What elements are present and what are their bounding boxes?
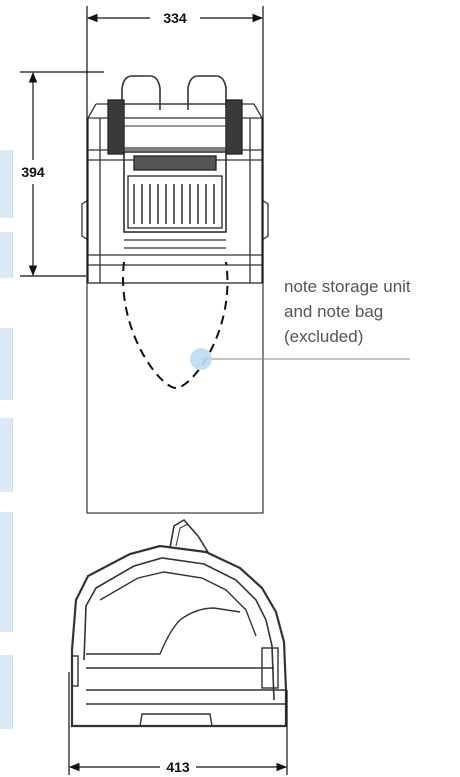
callout-dot [190, 348, 212, 370]
mechanism-block [123, 151, 227, 233]
dimension-height-top [20, 71, 104, 277]
dimension-height-top-label: 394 [21, 164, 45, 180]
side-tab [0, 418, 13, 492]
side-tab [0, 150, 13, 218]
dimension-width-top-label: 334 [163, 10, 187, 26]
top-body-outline [87, 117, 263, 284]
dimension-width-top [86, 6, 264, 283]
callout-note: note storage unit and note bag (excluded… [284, 274, 454, 349]
side-tab [0, 232, 13, 278]
dimension-width-side [68, 672, 288, 775]
side-body-outline [70, 544, 288, 728]
left-handle [121, 75, 161, 110]
note-bag-dashed-outline [122, 261, 229, 390]
side-tab [0, 328, 13, 400]
right-handle [187, 75, 227, 110]
top-view [81, 75, 269, 514]
callout-line: note storage unit [284, 277, 411, 296]
dimension-width-side-label: 413 [166, 759, 190, 775]
side-tab [0, 512, 13, 632]
side-tab [0, 655, 13, 729]
side-view [70, 518, 288, 728]
callout-line: and note bag [284, 302, 384, 321]
excluded-storage-outline [86, 282, 264, 514]
callout-line: (excluded) [284, 327, 364, 346]
